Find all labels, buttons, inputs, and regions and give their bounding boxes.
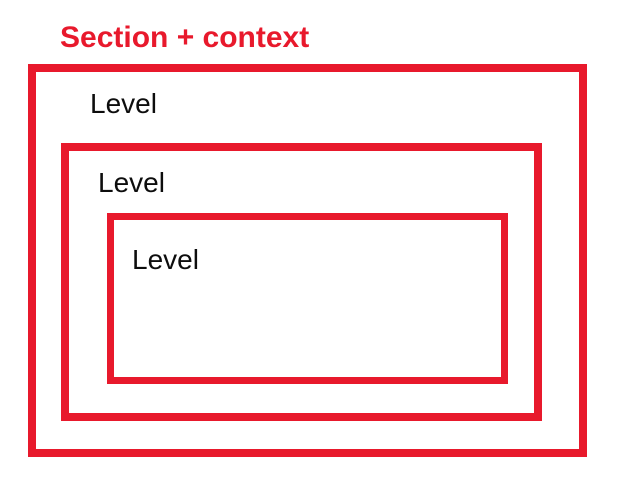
section-context-box: Level Level Level <box>28 64 587 457</box>
level-3-label: Level <box>132 244 199 275</box>
level-1-label: Level <box>90 88 157 119</box>
level-2-box: Level Level <box>61 143 542 421</box>
level-3-box: Level <box>107 213 508 384</box>
level-2-label: Level <box>98 167 165 198</box>
diagram-title: Section + context <box>60 21 310 54</box>
